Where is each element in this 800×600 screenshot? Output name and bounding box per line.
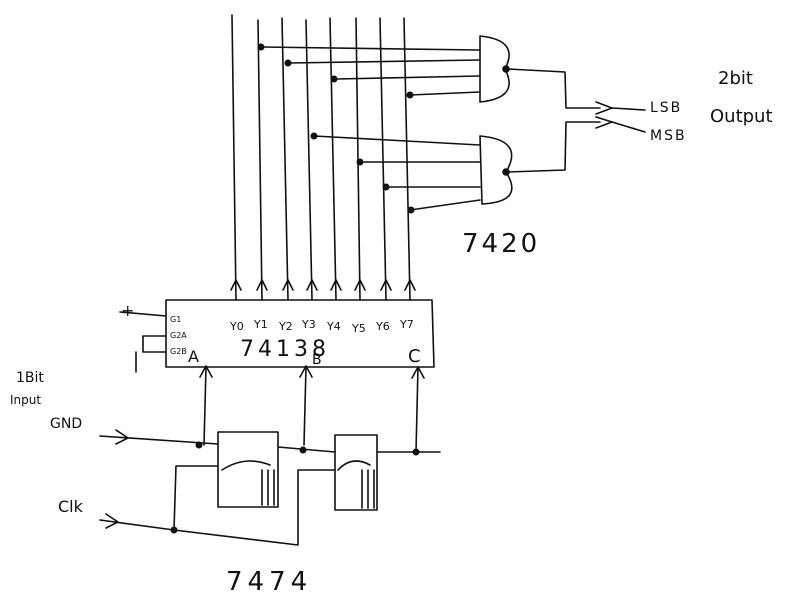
- clk-label: Clk: [58, 497, 84, 516]
- output-label-y2: Y2: [278, 320, 293, 333]
- gate-output-wires: [507, 68, 646, 173]
- output-label-y4: Y4: [326, 320, 341, 333]
- decoder-output-lines: [231, 14, 411, 301]
- pin-c: C: [408, 346, 421, 367]
- gnd-label: GND: [50, 416, 82, 432]
- decoder-part-label: 74138: [240, 337, 330, 362]
- bottom-gate-inputs: [313, 135, 481, 211]
- pin-g1: G1: [170, 315, 181, 324]
- lsb-label: LSB: [650, 100, 682, 116]
- msb-label: MSB: [650, 128, 687, 144]
- top-gate-inputs: [261, 46, 481, 96]
- circuit-wires: [99, 429, 441, 546]
- pin-g2b: G2B: [170, 347, 187, 356]
- top-nand-gate: [479, 35, 510, 103]
- decoder-select-wires: [199, 365, 425, 453]
- pin-g2a: G2A: [170, 331, 187, 340]
- top-gate-junctions: [257, 43, 414, 99]
- pin-b: B: [312, 352, 322, 368]
- flipflop-2: [334, 434, 378, 511]
- pin-a: A: [188, 347, 199, 366]
- output-label-y5: Y5: [351, 322, 366, 335]
- bottom-gate-junctions: [310, 132, 415, 214]
- output-title-line1: 2bit: [718, 68, 753, 89]
- gate-chip-label: 7420: [462, 229, 540, 259]
- flipflop-chip-label: 7474: [226, 567, 312, 597]
- output-label-y3: Y3: [301, 318, 316, 331]
- output-arrowheads: [230, 279, 416, 291]
- wire-junctions: [170, 441, 420, 534]
- output-title-line2: Output: [710, 106, 773, 127]
- output-label-y1: Y1: [253, 318, 268, 331]
- supply-plus: +: [121, 301, 134, 320]
- output-label-y6: Y6: [375, 320, 390, 333]
- input-label-line1: 1Bit: [16, 370, 44, 386]
- bottom-nand-gate: [479, 135, 513, 205]
- decoder-chip: [119, 299, 435, 373]
- output-label-y0: Y0: [229, 320, 244, 333]
- flipflop-1: [217, 431, 279, 508]
- output-label-y7: Y7: [399, 318, 414, 331]
- input-label-line2: Input: [10, 393, 41, 407]
- decoder-output-labels: Y0 Y1 Y2 Y3 Y4 Y5 Y6 Y7: [229, 318, 414, 335]
